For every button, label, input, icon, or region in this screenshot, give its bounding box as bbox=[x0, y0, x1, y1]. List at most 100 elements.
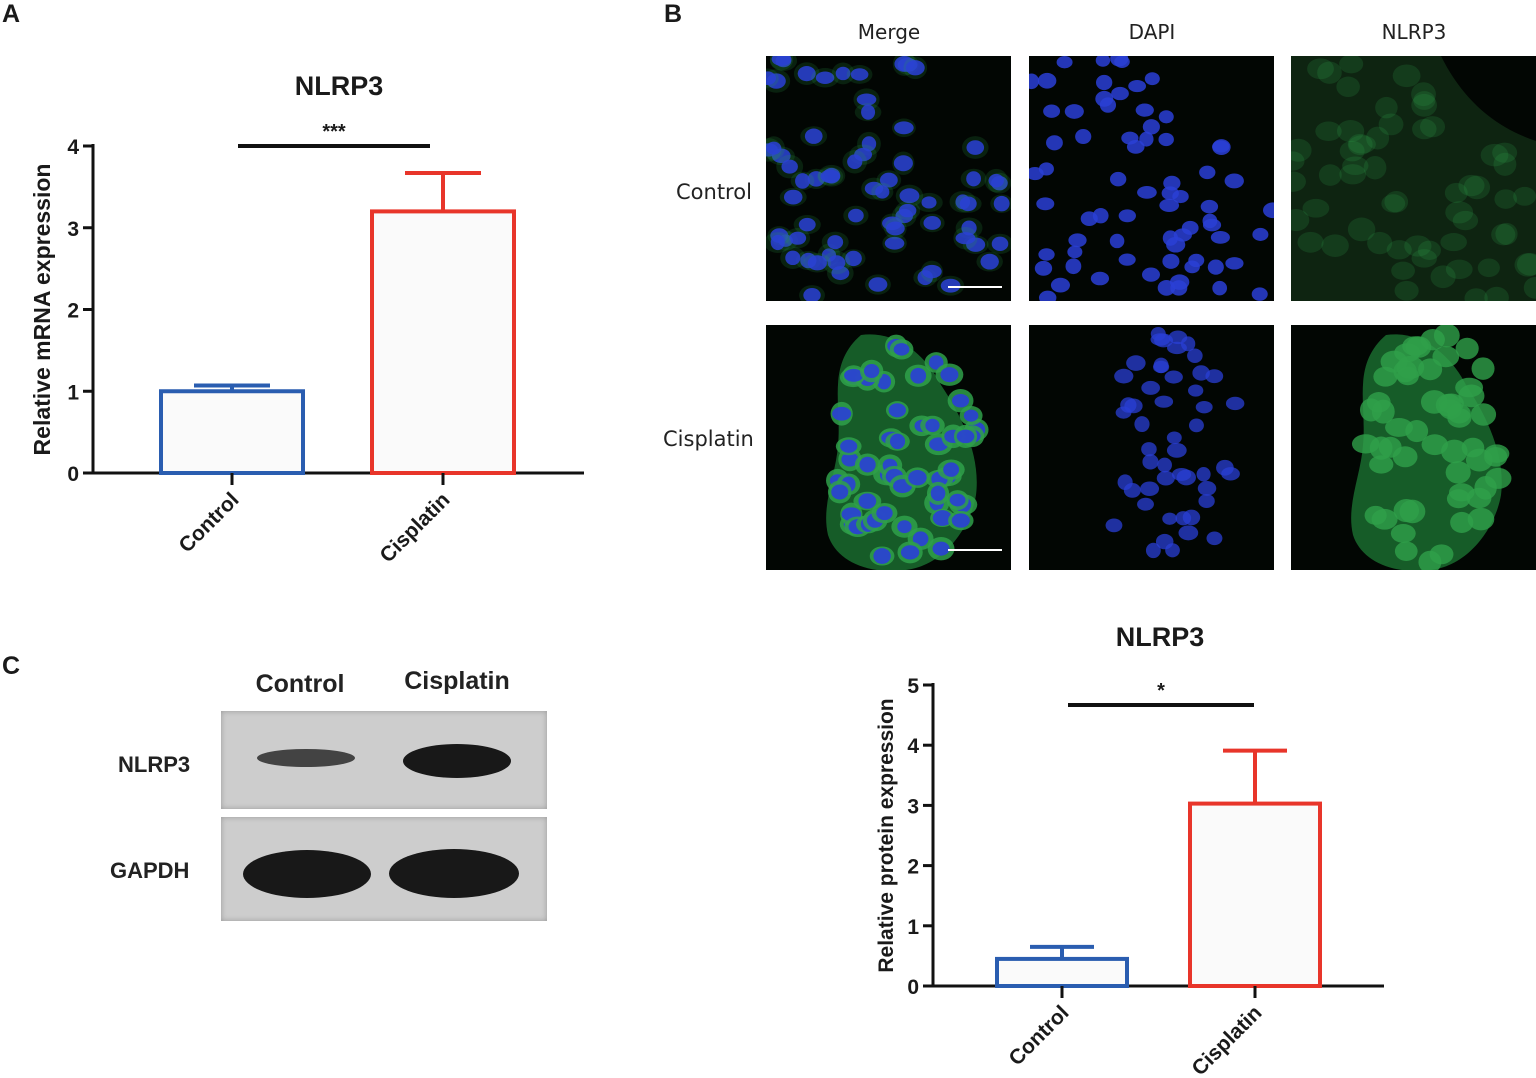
x-tick-label-control: Control bbox=[1004, 1001, 1073, 1070]
nucleus bbox=[1075, 129, 1092, 145]
nucleus bbox=[789, 231, 807, 245]
nucleus bbox=[988, 173, 1004, 188]
cell-stain bbox=[1493, 152, 1517, 176]
cisplatin-merge-image bbox=[766, 325, 1011, 570]
nucleus bbox=[894, 121, 914, 135]
nucleus bbox=[1187, 348, 1203, 363]
nucleus bbox=[868, 277, 888, 292]
nucleus bbox=[1067, 245, 1083, 259]
y-axis-label: Relative protein expression bbox=[875, 698, 898, 972]
cell-stain bbox=[1347, 133, 1373, 156]
nucleus bbox=[1154, 395, 1174, 408]
row-header-control: Control bbox=[676, 180, 752, 204]
nucleus bbox=[1212, 140, 1230, 153]
y-tick-label: 0 bbox=[67, 463, 79, 486]
cell-stain bbox=[1445, 259, 1473, 280]
cell-stain bbox=[1484, 286, 1509, 301]
nucleus bbox=[1142, 119, 1160, 135]
cell-stain bbox=[1339, 140, 1365, 162]
control-dapi-image bbox=[1029, 56, 1274, 301]
cisplatin-nlrp3-image bbox=[1291, 325, 1536, 570]
nucleus bbox=[1144, 72, 1160, 86]
scale-bar bbox=[948, 286, 1002, 288]
cell-stain bbox=[1348, 135, 1376, 154]
panel-label-b: B bbox=[664, 0, 683, 28]
nucleus bbox=[1056, 56, 1073, 69]
nucleus bbox=[1050, 277, 1070, 293]
nucleus bbox=[951, 393, 970, 408]
cell-stain bbox=[1417, 240, 1441, 260]
nucleus bbox=[1038, 290, 1057, 301]
nucleus bbox=[807, 255, 827, 271]
nucleus bbox=[807, 171, 825, 187]
y-tick-label: 2 bbox=[907, 856, 919, 879]
cell-stain bbox=[1485, 467, 1512, 489]
cell-stain bbox=[1440, 232, 1467, 252]
nucleus bbox=[831, 484, 849, 500]
nucleus bbox=[1126, 355, 1146, 371]
nucleus bbox=[1168, 330, 1188, 345]
nucleus bbox=[1172, 189, 1189, 204]
nucleus bbox=[1188, 418, 1204, 433]
nucleus bbox=[803, 288, 821, 301]
cell-stain bbox=[1386, 240, 1412, 260]
cell-stain bbox=[1445, 201, 1474, 224]
control-nlrp3-image bbox=[1291, 56, 1536, 301]
nucleus bbox=[1162, 253, 1180, 269]
panel-label-a: A bbox=[2, 0, 21, 28]
nucleus bbox=[804, 128, 823, 144]
nucleus bbox=[1162, 230, 1179, 246]
nucleus bbox=[1200, 199, 1219, 214]
nucleus bbox=[1043, 104, 1061, 118]
y-tick-label: 5 bbox=[907, 675, 919, 698]
nucleus bbox=[1135, 103, 1154, 117]
chart-title: NLRP3 bbox=[1116, 622, 1205, 652]
cell-stain bbox=[1399, 499, 1426, 524]
nucleus bbox=[1065, 258, 1082, 275]
cell-stain bbox=[1339, 164, 1367, 185]
nucleus bbox=[886, 221, 905, 236]
nucleus bbox=[1156, 470, 1175, 486]
nucleus bbox=[856, 93, 877, 106]
y-tick-label: 1 bbox=[67, 381, 79, 404]
cell-stain bbox=[1411, 93, 1437, 117]
nucleus bbox=[921, 196, 937, 209]
cell-stain bbox=[1420, 116, 1446, 138]
nucleus bbox=[876, 506, 893, 521]
nucleus bbox=[912, 531, 929, 547]
y-axis-label: Relative mRNA expression bbox=[29, 164, 55, 456]
nucleus bbox=[1029, 73, 1040, 90]
cell-stain bbox=[1378, 436, 1402, 458]
nucleus bbox=[1158, 132, 1174, 147]
nucleus bbox=[925, 418, 940, 433]
cell-stain bbox=[1458, 174, 1485, 197]
nucleus bbox=[940, 367, 959, 383]
cell-stain bbox=[1477, 258, 1500, 278]
nucleus bbox=[1120, 397, 1137, 413]
cell-stain bbox=[1514, 253, 1536, 277]
cell-stain bbox=[1516, 252, 1536, 276]
cell-stain bbox=[1336, 120, 1365, 143]
cell-stain bbox=[1429, 544, 1454, 565]
cell-stain bbox=[1351, 434, 1380, 454]
nucleus bbox=[900, 545, 920, 560]
nucleus bbox=[1184, 260, 1200, 274]
nucleus bbox=[1034, 260, 1053, 276]
nucleus bbox=[897, 520, 912, 534]
nucleus bbox=[1212, 280, 1228, 296]
cell-stain bbox=[1411, 249, 1437, 268]
nucleus bbox=[1095, 90, 1114, 107]
x-tick-label-control: Control bbox=[174, 488, 243, 557]
cell-stain bbox=[1495, 222, 1518, 245]
nucleus bbox=[1164, 370, 1183, 384]
nucleus bbox=[1080, 211, 1098, 226]
nucleus bbox=[1110, 56, 1129, 67]
col-header-nlrp3: NLRP3 bbox=[1381, 20, 1447, 44]
nucleus bbox=[1140, 481, 1160, 497]
cell-stain bbox=[1392, 64, 1421, 88]
cell-stain bbox=[1394, 541, 1418, 562]
blot-membrane-nlrp3 bbox=[221, 711, 547, 809]
cell-stain bbox=[1315, 121, 1342, 142]
